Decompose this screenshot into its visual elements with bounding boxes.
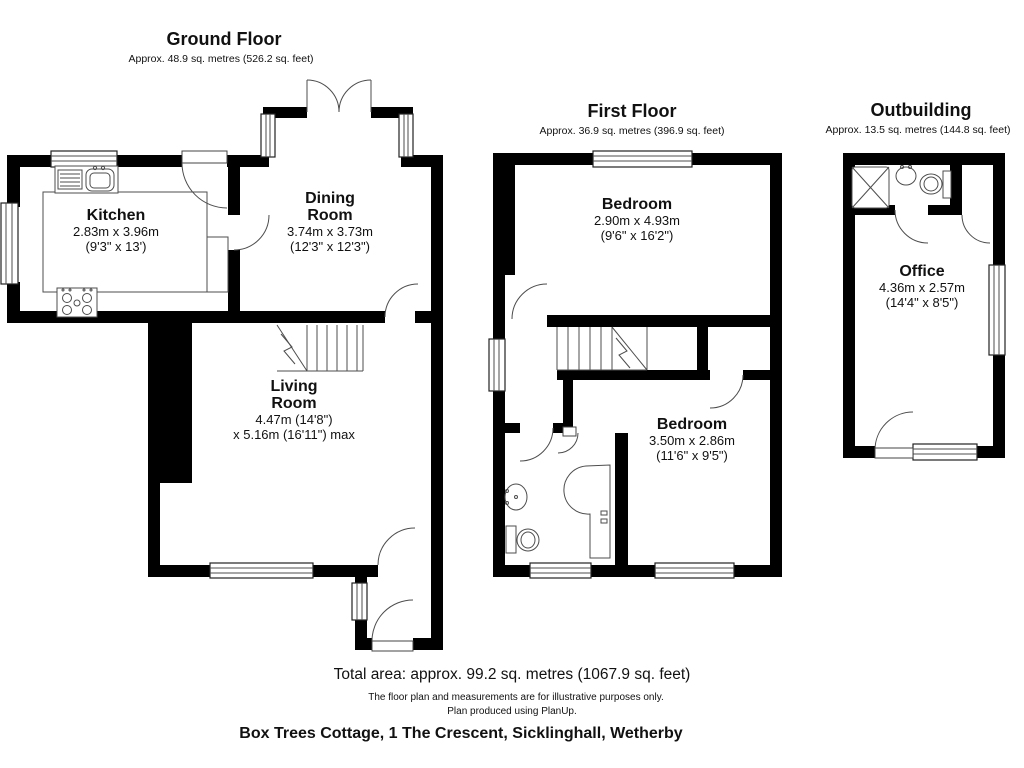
floor-title: Ground Floor <box>167 29 282 49</box>
outbuilding-plan: Outbuilding Approx. 13.5 sq. metres (144… <box>825 100 1011 461</box>
svg-text:(11'6" x 9'5"): (11'6" x 9'5") <box>656 448 728 463</box>
window <box>0 202 19 285</box>
window <box>988 264 1006 356</box>
ground-floor-doors <box>181 79 419 652</box>
floor-title: First Floor <box>588 101 677 121</box>
svg-text:Living: Living <box>270 378 317 395</box>
floor-area: Approx. 36.9 sq. metres (396.9 sq. feet) <box>539 125 724 137</box>
svg-text:Room: Room <box>307 207 352 224</box>
total-area-text: Total area: approx. 99.2 sq. metres (106… <box>334 666 691 683</box>
window <box>209 562 314 579</box>
svg-text:4.47m (14'8"): 4.47m (14'8") <box>255 412 332 427</box>
room-label-bedroom-1: Bedroom 2.90m x 4.93m (9'6" x 16'2") <box>594 196 680 243</box>
svg-text:(9'6" x 16'2"): (9'6" x 16'2") <box>601 228 674 243</box>
door-swing <box>709 374 744 409</box>
disclaimer-text: The floor plan and measurements are for … <box>368 692 664 703</box>
outbuilding-windows <box>912 264 1006 461</box>
bath-icon <box>563 464 611 559</box>
room-label-office: Office 4.36m x 2.57m (14'4" x 8'5") <box>879 263 965 310</box>
door-swing <box>961 214 991 244</box>
window <box>592 150 693 168</box>
svg-text:Kitchen: Kitchen <box>87 207 146 224</box>
toilet-icon <box>919 170 952 199</box>
floor-area: Approx. 48.9 sq. metres (526.2 sq. feet) <box>128 53 313 65</box>
sink-icon <box>895 165 917 186</box>
outbuilding-header: Outbuilding Approx. 13.5 sq. metres (144… <box>825 100 1010 136</box>
ground-floor-header: Ground Floor Approx. 48.9 sq. metres (52… <box>128 29 313 65</box>
room-label-bedroom-2: Bedroom 3.50m x 2.86m (11'6" x 9'5") <box>649 416 735 463</box>
toilet-icon <box>505 525 540 554</box>
svg-text:(14'4" x 8'5"): (14'4" x 8'5") <box>886 295 959 310</box>
svg-text:Bedroom: Bedroom <box>657 416 727 433</box>
svg-text:Dining: Dining <box>305 190 355 207</box>
door-swing <box>894 209 929 244</box>
french-doors <box>306 79 372 113</box>
svg-text:2.90m x 4.93m: 2.90m x 4.93m <box>594 213 680 228</box>
window <box>398 113 414 158</box>
sink-icon <box>504 483 528 511</box>
floor-area: Approx. 13.5 sq. metres (144.8 sq. feet) <box>825 124 1010 136</box>
svg-text:Room: Room <box>271 395 316 412</box>
window <box>260 113 276 158</box>
room-label-living-room: Living Room 4.47m (14'8") x 5.16m (16'11… <box>233 378 355 442</box>
floor-title: Outbuilding <box>871 100 972 120</box>
wc-fixtures <box>851 165 952 209</box>
staircase <box>556 326 648 371</box>
property-address: Box Trees Cottage, 1 The Crescent, Sickl… <box>239 725 682 742</box>
first-floor-header: First Floor Approx. 36.9 sq. metres (396… <box>539 101 724 137</box>
svg-text:Office: Office <box>899 263 944 280</box>
kitchen-counter <box>42 191 229 293</box>
window <box>654 562 735 579</box>
first-floor-plan: First Floor Approx. 36.9 sq. metres (396… <box>488 101 782 579</box>
ground-floor-windows <box>0 113 414 621</box>
window <box>529 562 592 579</box>
hob-icon <box>56 287 98 318</box>
door-swing <box>511 283 548 320</box>
window <box>351 582 368 621</box>
door-swing <box>233 214 270 251</box>
svg-text:3.50m x 2.86m: 3.50m x 2.86m <box>649 433 735 448</box>
first-floor-doors <box>511 283 744 462</box>
svg-text:3.74m x 3.73m: 3.74m x 3.73m <box>287 224 373 239</box>
door-swing <box>557 426 579 454</box>
sink-icon <box>54 165 119 194</box>
window <box>488 338 506 392</box>
room-label-kitchen: Kitchen 2.83m x 3.96m (9'3" x 13') <box>73 207 159 254</box>
door-swing <box>384 283 419 318</box>
svg-text:(9'3" x 13'): (9'3" x 13') <box>86 239 147 254</box>
first-floor-walls <box>493 153 782 577</box>
outbuilding-doors <box>874 209 991 459</box>
room-label-dining-room: Dining Room 3.74m x 3.73m (12'3" x 12'3"… <box>287 190 373 254</box>
ground-floor-plan: Ground Floor Approx. 48.9 sq. metres (52… <box>0 29 443 652</box>
window <box>50 150 118 168</box>
footer: Total area: approx. 99.2 sq. metres (106… <box>239 666 690 742</box>
shower-icon <box>851 166 890 209</box>
door-swing <box>371 599 414 652</box>
svg-text:x 5.16m (16'11") max: x 5.16m (16'11") max <box>233 427 355 442</box>
staircase <box>276 324 364 372</box>
svg-text:4.36m x 2.57m: 4.36m x 2.57m <box>879 280 965 295</box>
door-swing <box>874 411 914 459</box>
svg-text:(12'3" x 12'3"): (12'3" x 12'3") <box>290 239 370 254</box>
first-floor-windows <box>488 150 735 579</box>
bathroom-fixtures <box>504 464 611 559</box>
svg-text:Bedroom: Bedroom <box>602 196 672 213</box>
door-swing <box>519 427 554 462</box>
svg-text:2.83m x 3.96m: 2.83m x 3.96m <box>73 224 159 239</box>
plan-credit-text: Plan produced using PlanUp. <box>447 706 577 717</box>
window <box>912 443 978 461</box>
door-swing <box>377 527 416 566</box>
door-swing <box>181 150 228 209</box>
outbuilding-walls <box>843 153 1005 458</box>
